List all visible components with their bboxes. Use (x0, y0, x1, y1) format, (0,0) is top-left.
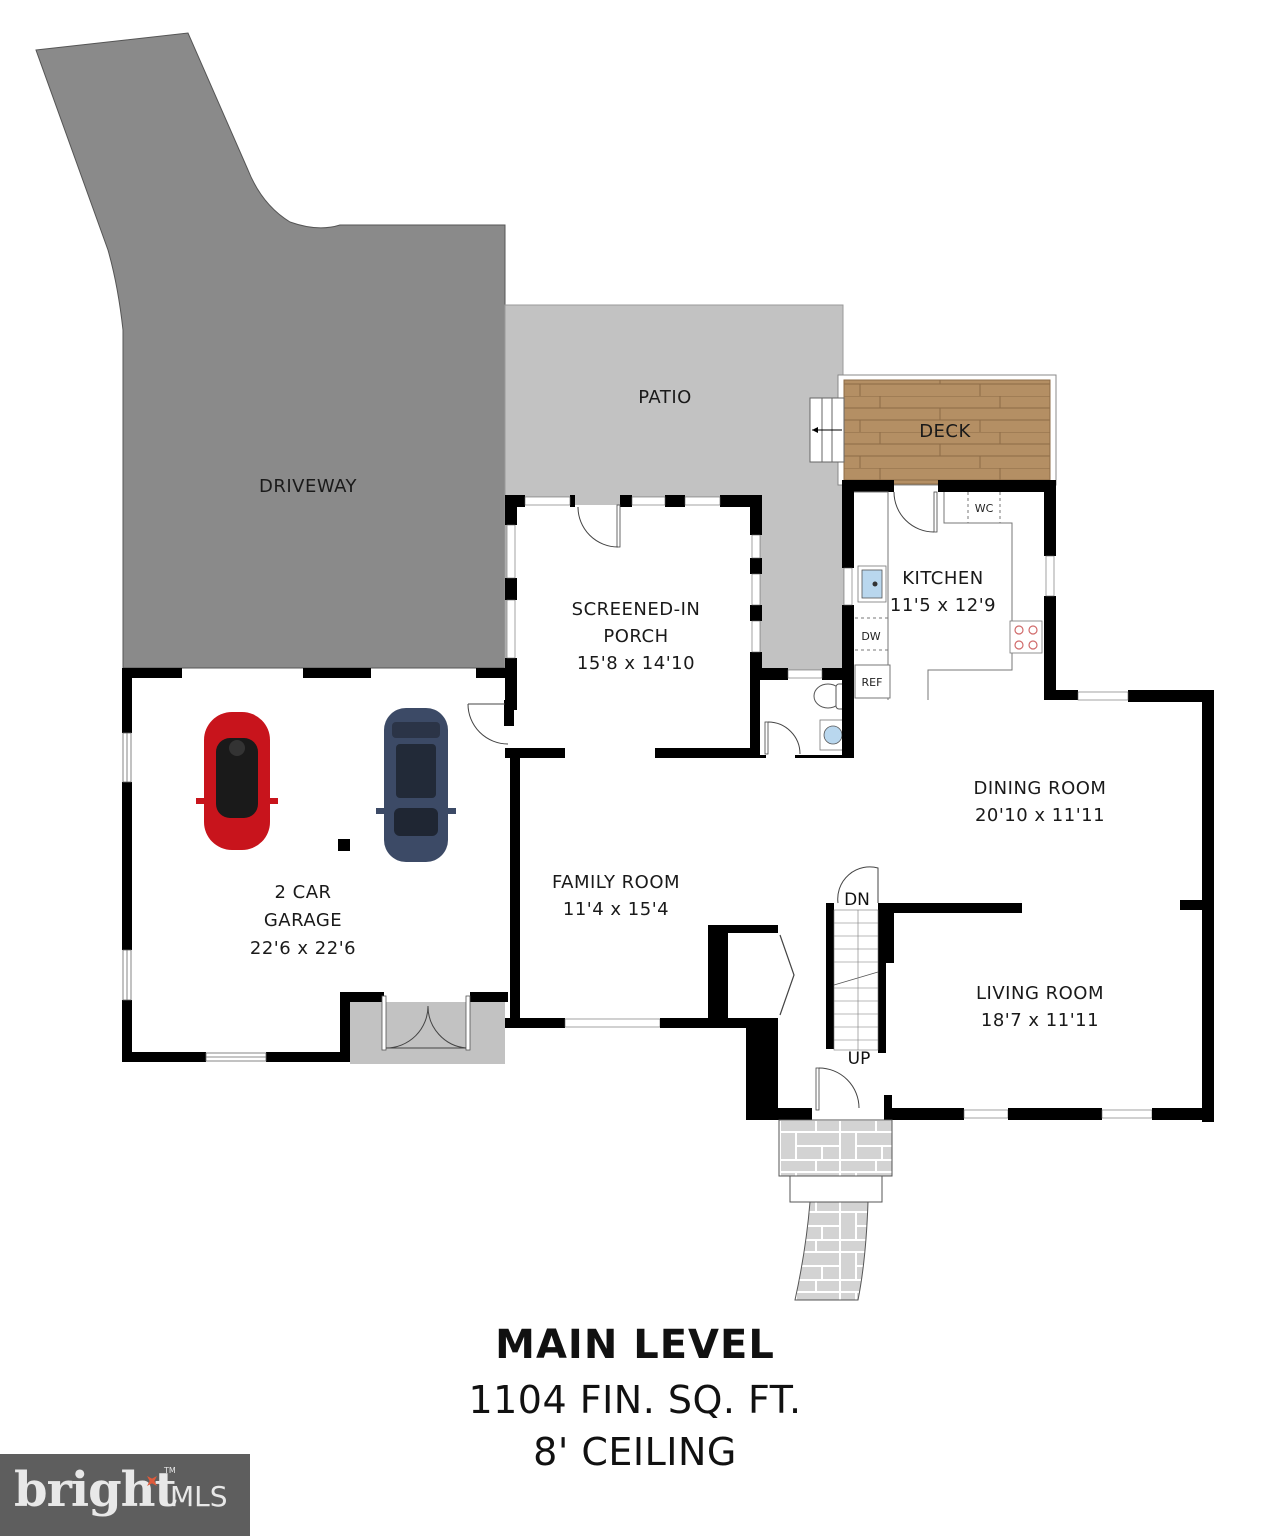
stairs-up-label: UP (848, 1049, 871, 1069)
garage-window-left-upper (122, 732, 132, 783)
logo-trademark: TM (164, 1466, 176, 1475)
garage-dimensions: 22'6 x 22'6 (250, 938, 356, 959)
screened-porch: SCREENED-IN PORCH 15'8 x 14'10 (505, 495, 765, 803)
living-room-dimensions: 18'7 x 11'11 (981, 1010, 1099, 1031)
ceiling-height: 8' CEILING (533, 1430, 737, 1474)
logo-mls-text: MLS (170, 1480, 228, 1513)
garage-window-left-lower (122, 949, 132, 1001)
porch-patio-door (577, 504, 621, 548)
dining-window (1077, 691, 1129, 701)
garage-label-line2: GARAGE (264, 910, 342, 931)
family-room-label: FAMILY ROOM (552, 872, 680, 893)
garage: 2 CAR GARAGE 22'6 x 22'6 (122, 668, 514, 1062)
wc-box: WC (967, 492, 1001, 523)
front-door (815, 1067, 860, 1111)
porch-windows (506, 496, 761, 659)
toilet-icon (813, 683, 847, 710)
deck: DECK (809, 374, 1057, 486)
driveway-label: DRIVEWAY (259, 476, 358, 497)
deck-steps (809, 397, 845, 463)
garage-window-bottom (205, 1052, 267, 1062)
porch-label-line1: SCREENED-IN (572, 599, 701, 620)
driveway: DRIVEWAY (35, 32, 506, 669)
porch-dimensions: 15'8 x 14'10 (577, 653, 695, 674)
patio-strip (758, 495, 850, 670)
family-room-dimensions: 11'4 x 15'4 (563, 899, 669, 920)
wc-label: WC (975, 502, 994, 515)
stove-icon (1009, 620, 1043, 654)
stairs-down-label: DN (844, 890, 870, 910)
living-room-label: LIVING ROOM (976, 983, 1104, 1004)
patio-label: PATIO (638, 387, 692, 408)
deck-label: DECK (919, 421, 971, 442)
square-footage: 1104 FIN. SQ. FT. (468, 1378, 802, 1422)
garage-label-line1: 2 CAR (274, 882, 331, 903)
porch-label-line2: PORCH (603, 626, 668, 647)
refrigerator-label: REF (862, 676, 883, 689)
dishwasher: DW (855, 617, 888, 651)
dishwasher-label: DW (861, 630, 880, 643)
bath-door (764, 721, 801, 755)
garage-entry-door (467, 703, 509, 745)
garage-side-entry (350, 995, 505, 1064)
family-room-window (564, 1018, 661, 1028)
kitchen-window-left (843, 567, 853, 606)
front-walkway (778, 1119, 893, 1301)
kitchen-sink-icon (857, 565, 887, 603)
refrigerator: REF (854, 664, 891, 699)
dining-room-label: DINING ROOM (974, 778, 1107, 799)
bright-mls-watermark: bright TM MLS (0, 1454, 250, 1536)
level-title: MAIN LEVEL (495, 1322, 775, 1368)
kitchen-window-right (1045, 555, 1055, 597)
kitchen-deck-door (893, 491, 938, 533)
garage-column (338, 839, 350, 851)
staircase: DN UP (826, 866, 886, 1069)
logo-brand-text: bright (14, 1462, 177, 1518)
dining-room-dimensions: 20'10 x 11'11 (975, 805, 1105, 826)
car-red-icon (196, 712, 278, 850)
kitchen-dimensions: 11'5 x 12'9 (890, 595, 996, 616)
closet-bifold-door (779, 934, 795, 1016)
car-blue-icon (376, 708, 456, 862)
main-living-area: DN UP DINING ROOM 20'10 x 11'11 FAMILY R… (505, 690, 1214, 1122)
kitchen-label: KITCHEN (902, 568, 984, 589)
